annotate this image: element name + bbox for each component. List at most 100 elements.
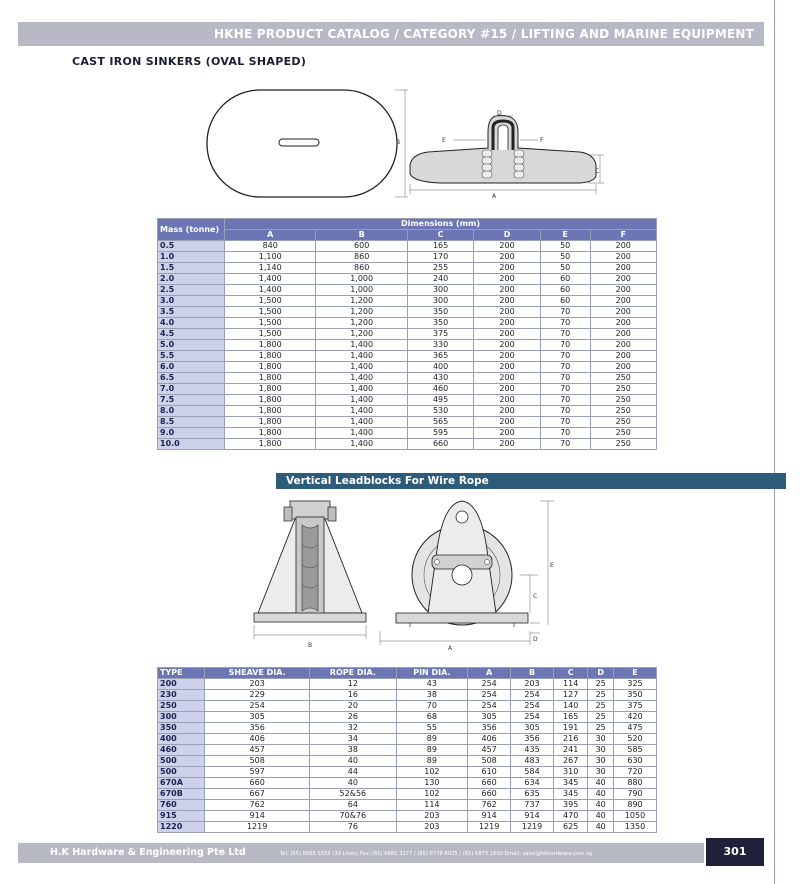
leadblocks-column-header: TYPE [156, 667, 206, 679]
dimension-cell: 200 [473, 306, 541, 318]
dimension-cell: 1,800 [223, 372, 317, 384]
type-cell: 500 [156, 766, 206, 778]
dimension-cell: 1,400 [315, 372, 408, 384]
leadblocks-column-header: B [510, 667, 554, 679]
spec-cell: 457 [204, 744, 311, 756]
spec-cell: 89 [395, 744, 469, 756]
dimension-cell: 200 [589, 295, 658, 307]
spec-cell: 1219 [467, 821, 512, 833]
spec-cell: 914 [510, 810, 554, 822]
mass-cell: 2.0 [157, 273, 225, 285]
spec-cell: 630 [613, 755, 657, 767]
spec-cell: 890 [613, 799, 657, 811]
dimension-cell: 365 [406, 350, 475, 362]
dimension-cell: 200 [589, 317, 658, 329]
dimension-cell: 1,400 [315, 361, 408, 373]
dimension-cell: 1,400 [223, 284, 317, 296]
spec-cell: 584 [510, 766, 554, 778]
sinkers-mass-header: Mass (tonne) [157, 218, 225, 241]
dimension-cell: 1,200 [315, 306, 408, 318]
spec-cell: 305 [510, 722, 554, 734]
dimension-cell: 1,400 [315, 427, 408, 439]
spec-cell: 30 [587, 766, 614, 778]
sinkers-column-header: E [539, 229, 591, 241]
dimension-cell: 1,800 [223, 339, 317, 351]
spec-cell: 102 [395, 766, 469, 778]
type-cell: 500 [156, 755, 206, 767]
dimension-cell: 200 [589, 284, 658, 296]
dimension-cell: 60 [539, 295, 591, 307]
sinker-dim-c-label: C [595, 168, 599, 175]
type-cell: 760 [156, 799, 206, 811]
spec-cell: 356 [204, 722, 311, 734]
spec-cell: 25 [587, 722, 614, 734]
dimension-cell: 1,800 [223, 438, 317, 450]
mass-cell: 4.0 [157, 317, 225, 329]
dimension-cell: 50 [539, 262, 591, 274]
type-cell: 460 [156, 744, 206, 756]
dimension-cell: 860 [315, 251, 408, 263]
spec-cell: 191 [552, 722, 589, 734]
spec-cell: 40 [587, 777, 614, 789]
dimension-cell: 200 [473, 339, 541, 351]
dimension-cell: 1,200 [315, 328, 408, 340]
sinker-dim-a-label: A [492, 193, 497, 200]
dimension-cell: 1,400 [315, 405, 408, 417]
dimension-cell: 50 [539, 251, 591, 263]
spec-cell: 102 [395, 788, 469, 800]
dimension-cell: 70 [539, 383, 591, 395]
sinkers-column-header: C [406, 229, 475, 241]
spec-cell: 267 [552, 755, 589, 767]
type-cell: 230 [156, 689, 206, 701]
page-edge-line [774, 0, 775, 884]
sinkers-dimensions-header: Dimensions (mm) [224, 218, 657, 230]
dimension-cell: 70 [539, 317, 591, 329]
spec-cell: 737 [510, 799, 554, 811]
spec-cell: 375 [613, 700, 657, 712]
type-cell: 350 [156, 722, 206, 734]
mass-cell: 6.0 [157, 361, 225, 373]
dimension-cell: 1,400 [223, 273, 317, 285]
dimension-cell: 1,500 [223, 317, 317, 329]
spec-cell: 140 [552, 700, 589, 712]
dimension-cell: 170 [406, 251, 475, 263]
spec-cell: 610 [467, 766, 512, 778]
spec-cell: 254 [510, 700, 554, 712]
dimension-cell: 350 [406, 317, 475, 329]
spec-cell: 660 [467, 788, 512, 800]
spec-cell: 89 [395, 755, 469, 767]
dimension-cell: 60 [539, 284, 591, 296]
spec-cell: 64 [309, 799, 397, 811]
spec-cell: 305 [467, 711, 512, 723]
dimension-cell: 250 [589, 427, 658, 439]
dimension-cell: 400 [406, 361, 475, 373]
dimension-cell: 250 [589, 405, 658, 417]
dimension-cell: 70 [539, 405, 591, 417]
spec-cell: 720 [613, 766, 657, 778]
spec-cell: 345 [552, 788, 589, 800]
dimension-cell: 1,800 [223, 394, 317, 406]
spec-cell: 40 [587, 788, 614, 800]
dimension-cell: 200 [473, 361, 541, 373]
leadblocks-column-header: ROPE DIA. [309, 667, 397, 679]
spec-cell: 508 [204, 755, 311, 767]
dimension-cell: 70 [539, 394, 591, 406]
catalog-header-title: HKHE PRODUCT CATALOG / CATEGORY #15 / LI… [214, 27, 754, 41]
dimension-cell: 1,400 [315, 383, 408, 395]
dimension-cell: 70 [539, 372, 591, 384]
dimension-cell: 1,800 [223, 350, 317, 362]
